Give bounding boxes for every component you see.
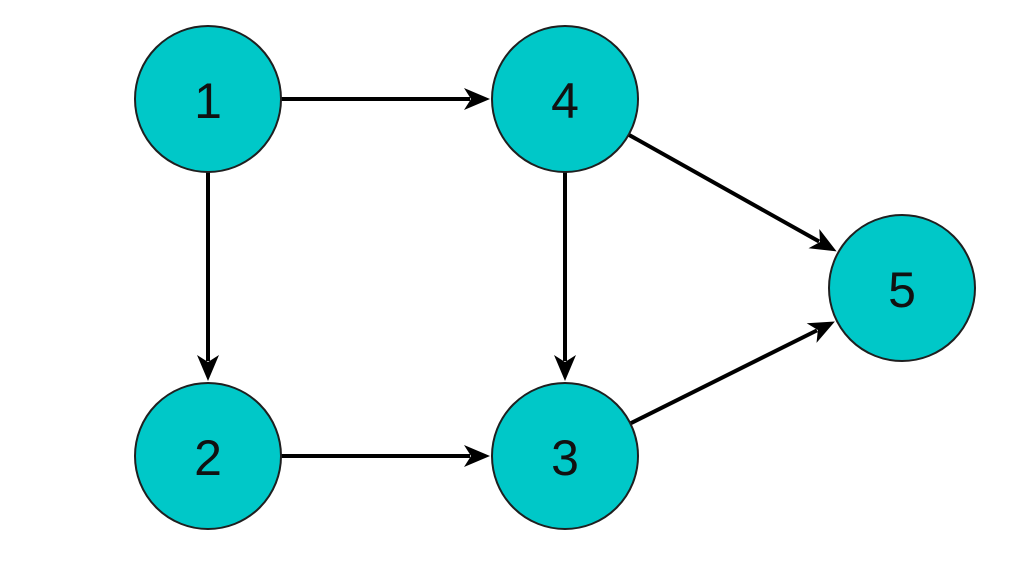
edge-1-to-2-arrowhead [197,355,219,381]
edge-4-to-5-line [627,132,821,244]
node-2-label: 2 [194,430,222,486]
edge-3-to-5-line [629,328,818,426]
nodes-layer: 1 2 3 4 5 [134,25,976,530]
edge-3-to-5 [629,321,835,426]
node-1-label: 1 [194,73,222,129]
edge-1-to-4 [281,88,490,110]
node-4-circle [491,25,639,173]
edge-3-to-5-arrowhead [806,321,835,343]
node-5: 5 [828,214,976,362]
node-3-label: 3 [551,430,579,486]
node-2-circle [134,382,282,530]
node-5-label: 5 [888,262,916,318]
node-3-circle [491,382,639,530]
edge-4-to-5 [627,132,837,252]
node-4-label: 4 [551,73,579,129]
edge-4-to-5-arrowhead [808,229,837,252]
node-5-circle [828,214,976,362]
edge-2-to-3-arrowhead [464,445,490,467]
node-1: 1 [134,25,282,173]
edge-1-to-2 [197,172,219,381]
edge-2-to-3 [281,445,490,467]
node-3: 3 [491,382,639,530]
node-2: 2 [134,382,282,530]
edges-layer [197,88,837,467]
node-1-circle [134,25,282,173]
edge-4-to-3 [554,172,576,381]
edge-1-to-4-arrowhead [464,88,490,110]
edge-4-to-3-arrowhead [554,355,576,381]
node-4: 4 [491,25,639,173]
